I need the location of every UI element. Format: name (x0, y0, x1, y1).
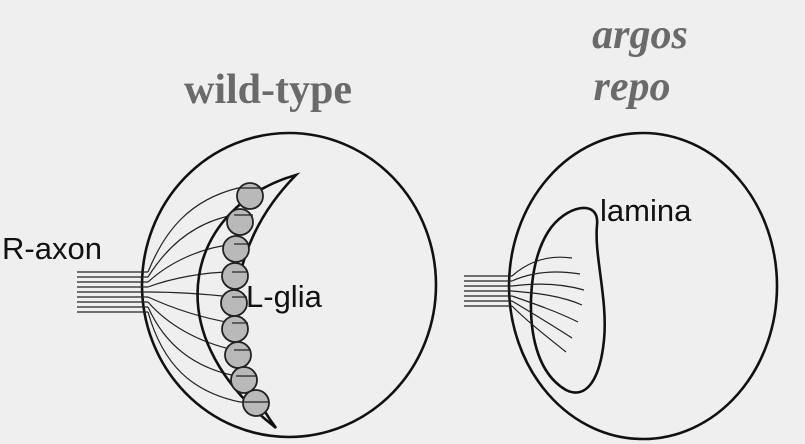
argos-title: argos (592, 12, 688, 58)
wild-type-axon-bundle (77, 272, 148, 312)
lamina-label: lamina (600, 193, 692, 228)
glia-cell (225, 342, 251, 368)
mutant-axon-bundle (464, 276, 512, 306)
glia-cell (237, 183, 263, 209)
wild-type-title: wild-type (184, 67, 352, 113)
mutant-axon-fan (512, 257, 584, 352)
wild-type-panel: R-axon L-glia (2, 133, 436, 437)
glia-cell (222, 263, 248, 289)
mutant-panel: lamina (464, 133, 777, 439)
glia-cell (223, 236, 249, 262)
glia-cell (227, 209, 253, 235)
r-axon-label: R-axon (2, 231, 102, 266)
l-glia-label: L-glia (246, 279, 323, 314)
mutant-outer-circle (509, 133, 777, 439)
glia-cell (231, 367, 257, 393)
glia-cell (222, 316, 248, 342)
glia-cell (221, 290, 247, 316)
repo-title: repo (594, 64, 671, 110)
glia-cell (243, 390, 269, 416)
